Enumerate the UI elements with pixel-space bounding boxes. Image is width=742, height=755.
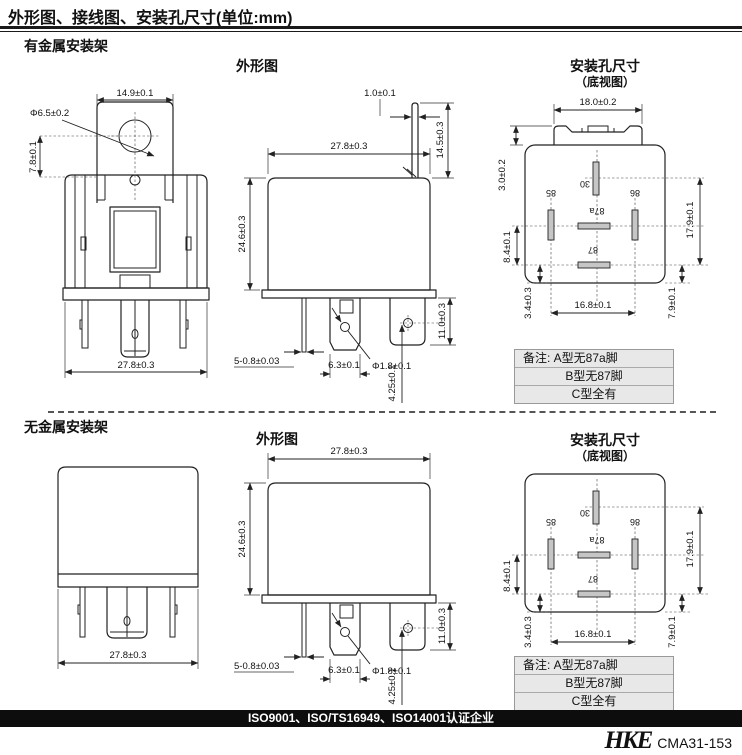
notes-table-top: 备注: A型无87a脚 B型无87脚 C型全有: [514, 349, 674, 404]
dim-side-pin-thickness: 5-0.8±0.03: [234, 356, 279, 367]
dim-front-body-width: 27.8±0.3: [118, 360, 155, 371]
dim-bv-pitch-left: 8.4±0.1: [502, 231, 513, 263]
note-line-3: C型全有: [515, 386, 673, 403]
section-divider: [48, 411, 716, 413]
mounting-heading-bottom: 安装孔尺寸: [570, 432, 640, 448]
outline-heading-bottom: 外形图: [256, 431, 298, 447]
section-label-with-bracket: 有金属安装架: [24, 38, 108, 54]
dim-side2-pin-width: 6.3±0.1: [328, 665, 360, 676]
title-rule-thin: [0, 31, 742, 32]
footer-logo-row: HKE CMA31-153: [605, 727, 733, 755]
dim-front-hole-offset: 7.8±0.1: [28, 141, 39, 173]
dim-bv-pitch-right: 17.9±0.1: [685, 202, 696, 239]
dim-side-tab-thickness: 1.0±0.1: [364, 88, 396, 99]
dim-bv2-pitch-bottom: 16.8±0.1: [575, 629, 612, 640]
pin-label-87a: 87a: [589, 206, 604, 216]
bottom-view-with-bracket-drawing: 18.0±0.2 3.0±0.2 30 85 86 87a 87: [497, 97, 708, 319]
dim-bv2-pitch-right: 17.9±0.1: [685, 531, 696, 568]
pin-label2-85: 85: [546, 517, 556, 527]
dim-front-hole-dia: Φ6.5±0.2: [30, 108, 69, 119]
pin-label-30: 30: [580, 179, 590, 189]
dim-side-pin-hole-offset: 4.25±0.1: [387, 365, 398, 402]
dim-bv-edge-bottom-left: 3.4±0.3: [523, 287, 534, 319]
bottom-view-heading-top: （底视图）: [574, 75, 635, 89]
bottom-view-no-bracket-drawing: 30 85 86 87a 87 8.4±0.1 3.4±0.3 16.8±0.1…: [502, 473, 708, 648]
pin-label2-86: 86: [630, 517, 640, 527]
bottom-view-heading-bottom: （底视图）: [574, 449, 635, 463]
front-view-with-bracket-drawing: 14.9±0.1 Φ6.5±0.2 7.8±0.1: [28, 88, 210, 378]
note2-line-1: 备注: A型无87a脚: [515, 657, 673, 675]
side-view-with-bracket-drawing: 1.0±0.1 14.5±0.3 27.8±0.3 24.6±0.3: [234, 88, 456, 403]
dim-front-top-width: 14.9±0.1: [117, 88, 154, 99]
dim-bv-pitch-bottom: 16.8±0.1: [575, 300, 612, 311]
note-line-2: B型无87脚: [515, 368, 673, 386]
pin-label2-87: 87: [588, 574, 598, 584]
page-title: 外形图、接线图、安装孔尺寸(单位:mm): [8, 10, 293, 27]
dim-side2-body-width: 27.8±0.3: [331, 446, 368, 457]
pin-label2-30: 30: [580, 508, 590, 518]
front-view-no-bracket-drawing: 27.8±0.3: [57, 466, 199, 669]
certification-bar: ISO9001、ISO/TS16949、ISO14001认证企业: [0, 710, 742, 727]
outline-heading-top: 外形图: [236, 58, 278, 74]
mounting-heading-top: 安装孔尺寸: [570, 58, 640, 74]
dim-side-pin-length: 11.0±0.3: [437, 303, 448, 339]
pin-label2-87a: 87a: [589, 535, 604, 545]
dim-bv-bracket-width: 18.0±0.2: [580, 97, 617, 108]
dim-side2-body-height: 24.6±0.3: [237, 521, 248, 558]
dim-side2-pin-thickness: 5-0.8±0.03: [234, 661, 279, 672]
title-rule-thick: [0, 26, 742, 29]
pin-label-85: 85: [546, 188, 556, 198]
dim-side-tab-height: 14.5±0.3: [435, 122, 446, 159]
dim-side2-pin-hole-offset: 4.25±0.1: [387, 668, 398, 705]
dim-bv2-edge-right: 7.9±0.1: [667, 616, 678, 648]
doc-number: CMA31-153: [657, 735, 732, 751]
dim-side-body-width: 27.8±0.3: [331, 141, 368, 152]
note2-line-3: C型全有: [515, 693, 673, 710]
note-line-1: 备注: A型无87a脚: [515, 350, 673, 368]
dim-side-pin-width: 6.3±0.1: [328, 360, 360, 371]
side-view-no-bracket-drawing: 27.8±0.3 24.6±0.3 11.0±0.3 5-0.8±0.03 6.…: [234, 446, 456, 705]
dim-bv2-edge-bottom-left: 3.4±0.3: [523, 616, 534, 648]
note2-line-2: B型无87脚: [515, 675, 673, 693]
section-label-without-bracket: 无金属安装架: [24, 419, 108, 435]
dim-bv2-pitch-left: 8.4±0.1: [502, 560, 513, 592]
dim-bv-bracket-offset: 3.0±0.2: [497, 159, 508, 191]
dim-side2-pin-hole-dia: Φ1.8±0.1: [372, 666, 411, 677]
dim-side2-pin-length: 11.0±0.3: [437, 608, 448, 644]
dim-front2-body-width: 27.8±0.3: [110, 650, 147, 661]
pin-label-87: 87: [588, 245, 598, 255]
hke-logo: HKE: [604, 727, 654, 754]
notes-table-bottom: 备注: A型无87a脚 B型无87脚 C型全有: [514, 656, 674, 711]
dim-side-pin-hole-dia: Φ1.8±0.1: [372, 361, 411, 372]
dim-bv-edge-right: 7.9±0.1: [667, 287, 678, 319]
dim-side-body-height: 24.6±0.3: [237, 216, 248, 253]
pin-label-86: 86: [630, 188, 640, 198]
